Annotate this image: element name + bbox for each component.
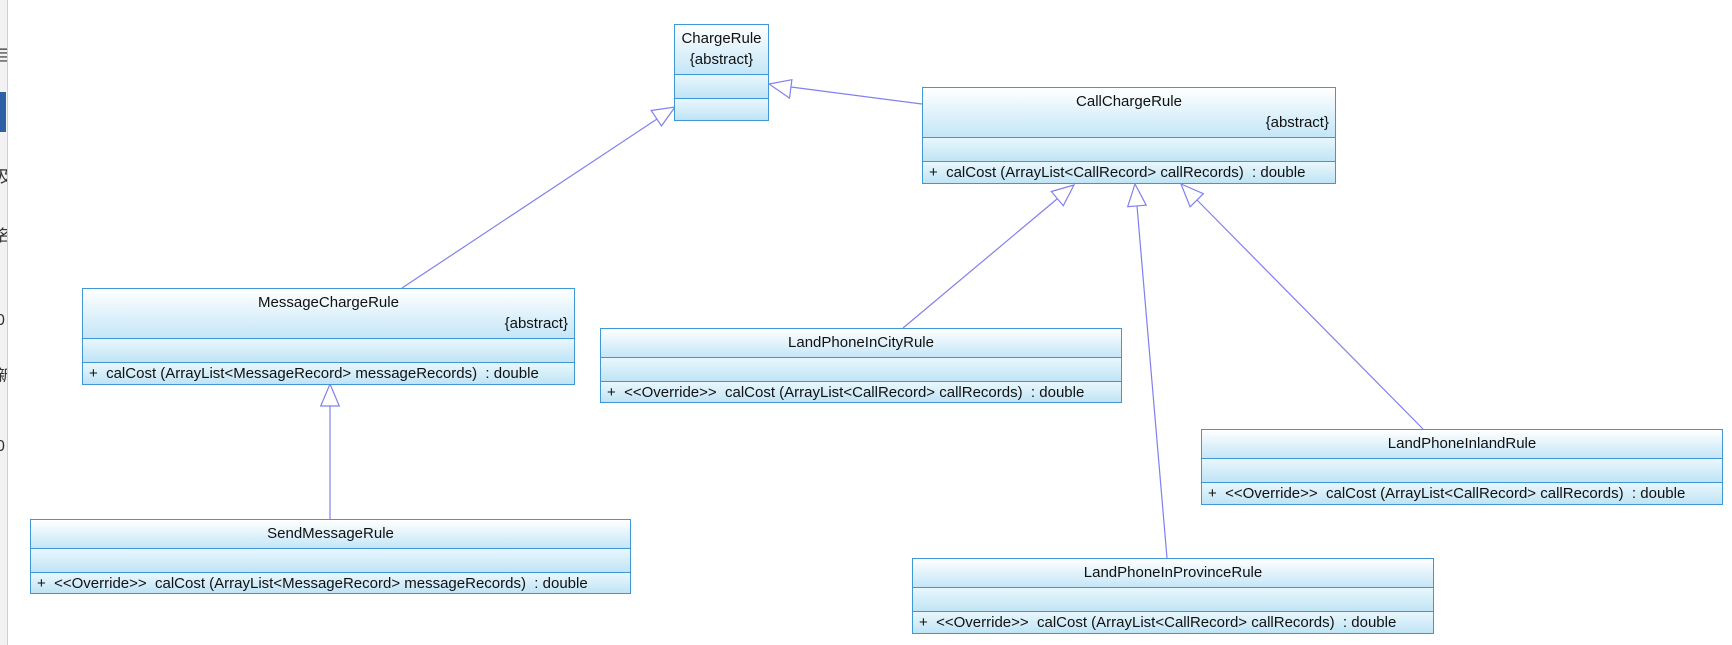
left-window-edge: 目 及 名 0 新 0: [0, 0, 8, 645]
strip-glyph: 目: [0, 42, 7, 66]
edge-landphoneinprovincerule-to-callchargerule: [1126, 182, 1168, 559]
class-header: LandPhoneInlandRule: [1202, 430, 1722, 458]
class-name: LandPhoneInlandRule: [1387, 435, 1537, 452]
class-landphoneinlandrule[interactable]: LandPhoneInlandRule + <<Override>> calCo…: [1201, 429, 1723, 505]
class-landphoneinprovincerule[interactable]: LandPhoneInProvinceRule + <<Override>> c…: [912, 558, 1434, 634]
class-name: CallChargeRule: [1076, 93, 1182, 110]
operations-compartment: + <<Override>> calCost (ArrayList<CallRe…: [913, 611, 1433, 633]
strip-glyph: 名: [0, 222, 7, 246]
operations-compartment: [675, 98, 768, 120]
class-landphoneincityrule[interactable]: LandPhoneInCityRule + <<Override>> calCo…: [600, 328, 1122, 403]
class-stereotype: {abstract}: [504, 315, 568, 332]
class-callchargerule[interactable]: CallChargeRule {abstract} + calCost (Arr…: [922, 87, 1336, 184]
class-name: ChargeRule: [681, 30, 762, 47]
class-stereotype: {abstract}: [1265, 114, 1329, 131]
class-name: LandPhoneInProvinceRule: [1083, 564, 1263, 581]
class-header: LandPhoneInCityRule: [601, 329, 1121, 357]
attributes-compartment: [1202, 458, 1722, 482]
class-name: LandPhoneInCityRule: [788, 334, 934, 351]
operations-compartment: + calCost (ArrayList<CallRecord> callRec…: [923, 161, 1335, 183]
class-chargerule[interactable]: ChargeRule {abstract}: [674, 24, 769, 121]
strip-glyph: 0: [0, 312, 7, 330]
class-stereotype: {abstract}: [689, 51, 754, 68]
edge-callchargerule-to-chargerule: [767, 78, 923, 105]
class-name: MessageChargeRule: [258, 294, 399, 311]
class-header: LandPhoneInProvinceRule: [913, 559, 1433, 587]
attributes-compartment: [601, 357, 1121, 381]
edge-sendmessagerule-to-messagechargerule: [319, 382, 341, 519]
operations-compartment: + <<Override>> calCost (ArrayList<CallRe…: [601, 381, 1121, 402]
class-messagechargerule[interactable]: MessageChargeRule {abstract} + calCost (…: [82, 288, 575, 385]
edge-landphoneinlandrule-to-callchargerule: [1179, 182, 1424, 430]
attributes-compartment: [675, 74, 768, 98]
operations-compartment: + <<Override>> calCost (ArrayList<CallRe…: [1202, 482, 1722, 504]
attributes-compartment: [83, 338, 574, 362]
class-header: ChargeRule {abstract}: [675, 25, 768, 74]
class-sendmessagerule[interactable]: SendMessageRule + <<Override>> calCost (…: [30, 519, 631, 594]
class-name: SendMessageRule: [267, 525, 394, 542]
operations-compartment: + calCost (ArrayList<MessageRecord> mess…: [83, 362, 574, 384]
edge-messagechargerule-to-chargerule: [401, 106, 677, 289]
attributes-compartment: [31, 548, 630, 572]
strip-glyph: 及: [0, 163, 7, 187]
edge-landphoneincityrule-to-callchargerule: [902, 184, 1076, 329]
attributes-compartment: [913, 587, 1433, 611]
strip-selection-block: [0, 92, 6, 132]
operations-compartment: + <<Override>> calCost (ArrayList<Messag…: [31, 572, 630, 593]
strip-glyph: 新: [0, 362, 7, 386]
class-header: SendMessageRule: [31, 520, 630, 548]
class-header: CallChargeRule {abstract}: [923, 88, 1335, 137]
strip-glyph: 0: [0, 438, 7, 456]
class-header: MessageChargeRule {abstract}: [83, 289, 574, 338]
attributes-compartment: [923, 137, 1335, 161]
